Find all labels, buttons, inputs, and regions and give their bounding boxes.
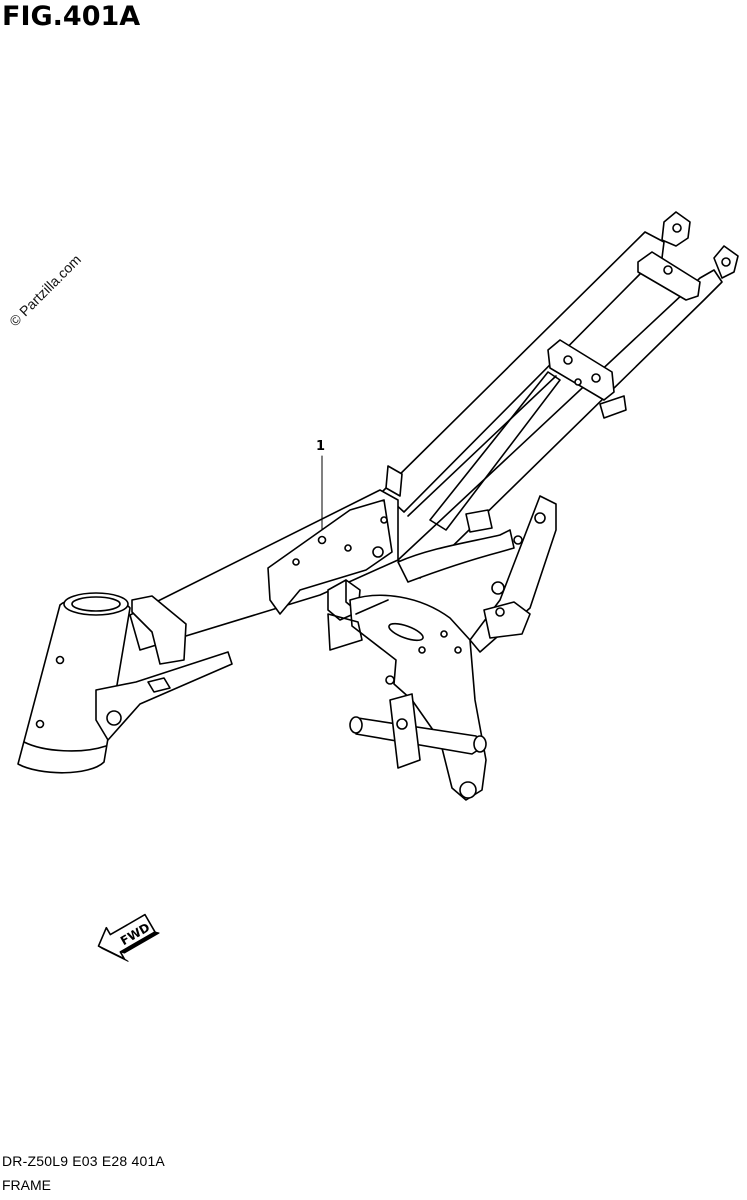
footer-part-name: FRAME xyxy=(2,1177,51,1193)
upper-cross-bracket xyxy=(637,251,701,301)
figure-title: FIG.401A xyxy=(2,1,141,32)
spine-gusset-bracket xyxy=(267,499,393,615)
head-tube-gusset xyxy=(95,651,233,741)
rear-loop-bracket xyxy=(465,509,493,533)
pivot-lug xyxy=(389,693,421,769)
mid-cross-bracket xyxy=(547,339,615,401)
callout-1[interactable]: 1 xyxy=(316,439,325,531)
fwd-arrow: FWD xyxy=(97,913,160,962)
pivot-plate xyxy=(349,594,487,801)
tank-rail xyxy=(397,529,515,583)
lower-loop xyxy=(327,613,363,651)
callout-1-label: 1 xyxy=(316,439,325,454)
side-tab xyxy=(599,395,627,419)
frame-part-1[interactable] xyxy=(17,211,739,801)
footer-model-code: DR-Z50L9 E03 E28 401A xyxy=(2,1153,165,1169)
steering-stop-bracket xyxy=(131,595,187,665)
